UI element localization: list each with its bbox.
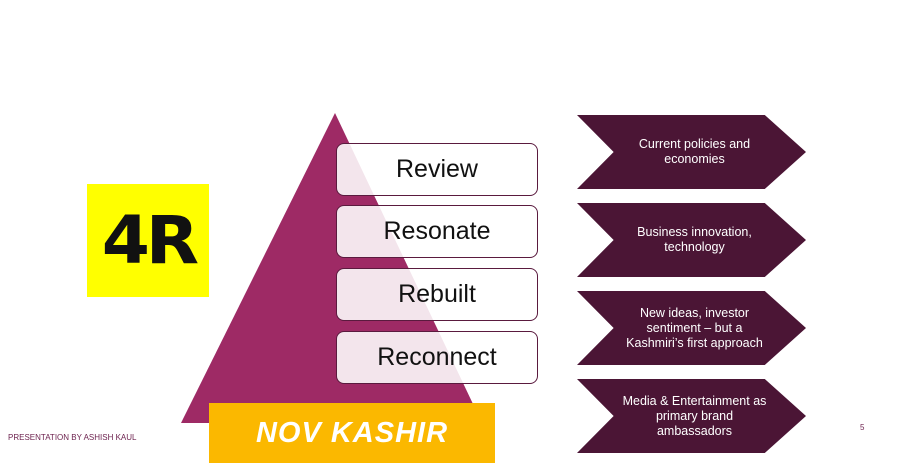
chevron-4: Media & Entertainment as primary brand a… (577, 379, 806, 453)
logo-text: 4R (101, 202, 198, 279)
pyramid-level-resonate: Resonate (336, 205, 538, 258)
pyramid-level-reconnect: Reconnect (336, 331, 538, 384)
chevron-3: New ideas, investor sentiment – but a Ka… (577, 291, 806, 365)
chevron-text: Current policies and economies (638, 137, 751, 166)
page-number: 5 (860, 423, 865, 432)
base-label: NOV KASHIR (255, 416, 449, 449)
pyramid-level-review: Review (336, 143, 538, 196)
pyramid-base: NOV KASHIR (209, 403, 495, 463)
pyramid-level-rebuilt: Rebuilt (336, 268, 538, 321)
chevron-2: Business innovation, technology (577, 203, 806, 277)
footer-text: PRESENTATION BY ASHISH KAUL (8, 433, 137, 442)
chevron-1: Current policies and economies (577, 115, 806, 189)
chevron-text: Media & Entertainment as primary brand a… (622, 393, 767, 438)
4r-logo: 4R (87, 184, 209, 297)
chevron-text: Business innovation, technology (637, 225, 752, 254)
chevron-text: New ideas, investor sentiment – but a Ka… (626, 305, 763, 350)
